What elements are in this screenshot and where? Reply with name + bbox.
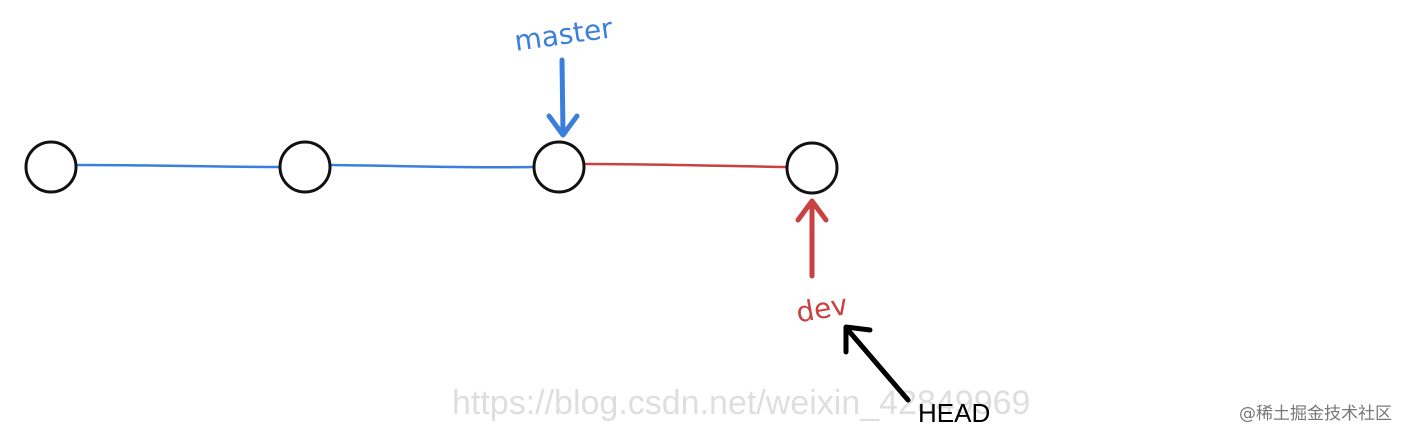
edge-c2-c3 (330, 163, 534, 169)
commit-node (785, 141, 839, 195)
commit-node (24, 140, 78, 194)
watermark-corner: @稀土掘金技术社区 (1239, 404, 1392, 424)
head-label: HEAD (918, 398, 990, 428)
dev-arrow-icon (795, 198, 829, 279)
master-arrow-icon (546, 57, 580, 138)
watermark-url: https://blog.csdn.net/weixin_42849969 (452, 384, 1030, 422)
edge-c3-c4 (584, 162, 788, 169)
commit-node (532, 140, 586, 194)
commit-node (278, 140, 332, 194)
dev-label: dev (794, 288, 851, 329)
master-label: master (512, 11, 615, 57)
edge-c1-c2 (76, 163, 280, 169)
head-arrow-icon (843, 324, 911, 403)
